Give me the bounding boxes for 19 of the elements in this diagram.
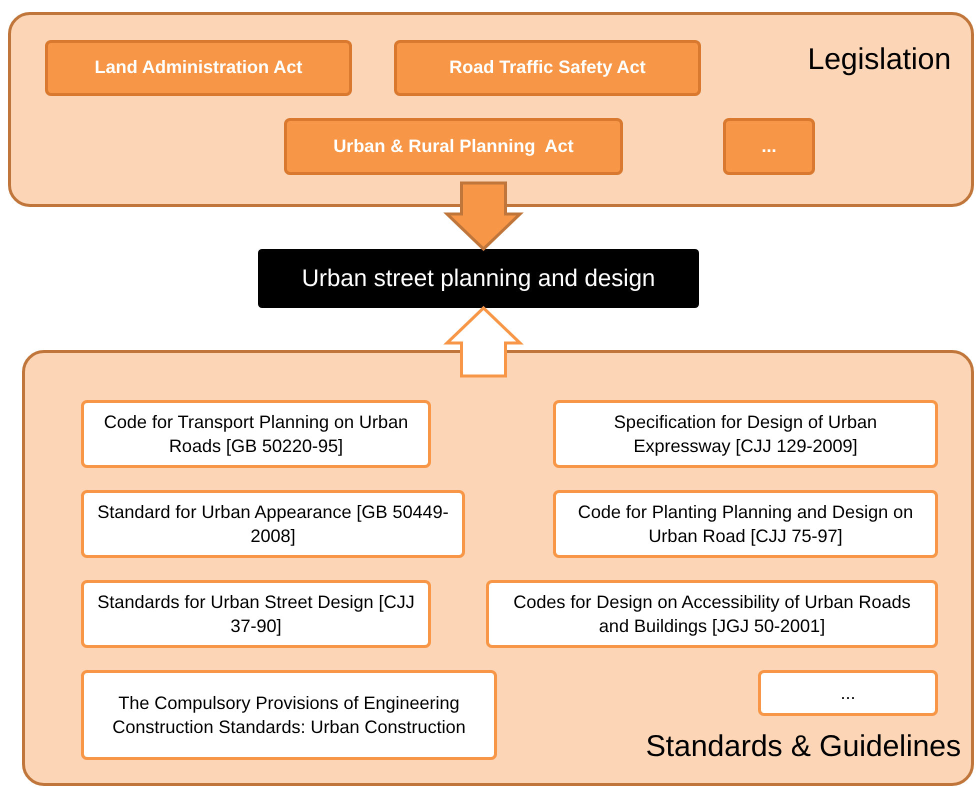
process-box: Code for Transport Planning on Urban Roads [GB 50220-95] — [81, 400, 431, 468]
process-box: ... — [723, 118, 815, 175]
panel-title: Standards & Guidelines — [646, 729, 961, 765]
group-panel — [22, 350, 974, 786]
process-box: Road Traffic Safety Act — [394, 40, 701, 96]
process-box: Urban & Rural Planning Act — [284, 118, 623, 175]
block-arrow — [443, 182, 524, 252]
process-box: Code for Planting Planning and Design on Urban Road [CJJ 75-97] — [553, 490, 938, 558]
process-box: Land Administration Act — [45, 40, 352, 96]
process-box: Standard for Urban Appearance [GB 50449-2008] — [81, 490, 465, 558]
process-box: Specification for Design of Urban Expressway [CJJ 129-2009] — [553, 400, 938, 468]
group-panel — [8, 12, 974, 207]
block-arrow — [443, 306, 524, 378]
process-box: Urban street planning and design — [258, 249, 699, 308]
process-box: Codes for Design on Accessibility of Urban Roads and Buildings [JGJ 50-2001] — [486, 580, 938, 648]
panel-title: Legislation — [808, 42, 951, 78]
process-box: ... — [758, 670, 938, 716]
process-box: Standards for Urban Street Design [CJJ 37-90] — [81, 580, 431, 648]
process-box: The Compulsory Provisions of Engineering Construction Standards: Urban Construction — [81, 670, 497, 760]
